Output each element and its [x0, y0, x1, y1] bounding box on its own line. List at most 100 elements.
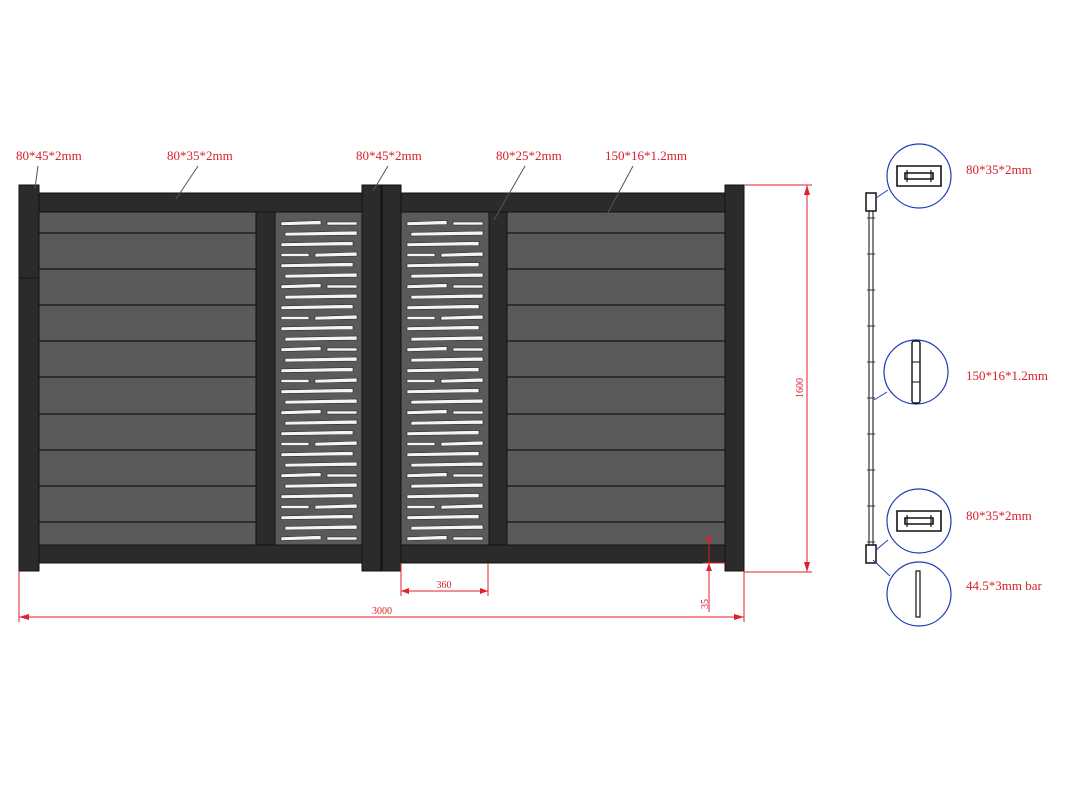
decor-slot [406, 472, 448, 478]
leader-lines [34, 165, 634, 221]
dimension-arrows [19, 185, 810, 620]
slat-profile-shape [911, 340, 921, 404]
middle-post-b [381, 184, 402, 572]
decor-slot [410, 356, 484, 363]
decor-slot [284, 356, 358, 363]
decor-slot [326, 284, 358, 289]
right-slat-area [506, 211, 726, 546]
dim-total-width-label: 3000 [372, 606, 392, 617]
decor-slot [280, 316, 310, 320]
decor-slot [410, 461, 484, 468]
decor-slot [314, 314, 358, 321]
decor-slot [406, 388, 480, 394]
decor-slot [410, 293, 484, 300]
decor-slot [280, 283, 322, 289]
decor-slot [284, 482, 358, 489]
label-top-profile: 80*35*2mm [966, 162, 1032, 177]
dimension-labels: 1600 3000 360 35 [372, 378, 806, 617]
callout-top [875, 143, 952, 209]
decor-slot [280, 451, 354, 457]
decor-slot [410, 398, 484, 405]
label-bottom-profile: 80*35*2mm [966, 508, 1032, 523]
decor-slot [326, 347, 358, 352]
decor-slot [406, 514, 480, 520]
left-inner-stile [255, 211, 276, 546]
top-profile-shape [896, 165, 942, 187]
decor-slot [280, 493, 354, 499]
decor-slot [452, 221, 484, 226]
decor-slot [284, 419, 358, 426]
decor-slot [440, 377, 484, 384]
decor-slot [452, 410, 484, 415]
decor-slot [280, 505, 310, 509]
side-section [865, 143, 952, 627]
label-post-middle: 80*45*2mm [356, 148, 422, 163]
decor-slot [280, 409, 322, 415]
decor-slot [406, 241, 480, 247]
decor-slot [440, 314, 484, 321]
decor-slot [314, 440, 358, 447]
decor-slot [284, 461, 358, 468]
decor-slot [440, 440, 484, 447]
left-post [18, 184, 40, 572]
decor-slot [452, 473, 484, 478]
decor-slot [280, 220, 322, 226]
decor-slot [280, 262, 354, 268]
decor-slot [314, 251, 358, 258]
decor-slot [314, 503, 358, 510]
side-top-profile [865, 192, 877, 212]
side-slat-ticks [867, 217, 875, 543]
decor-slot [280, 367, 354, 373]
right-decor-cuts [406, 220, 484, 541]
decor-slot [280, 379, 310, 383]
bottom-profile-shape [896, 510, 942, 532]
decor-slot [326, 221, 358, 226]
decor-slot [406, 316, 436, 320]
label-top-rail: 80*35*2mm [167, 148, 233, 163]
decor-slot [410, 272, 484, 279]
dimension-lines [18, 184, 812, 622]
decor-slot [410, 524, 484, 531]
middle-post-a [361, 184, 382, 572]
decor-slot [280, 430, 354, 436]
label-slat-profile: 150*16*1.2mm [966, 368, 1048, 383]
decor-slot [314, 377, 358, 384]
decor-slot [280, 442, 310, 446]
label-slat: 150*16*1.2mm [605, 148, 687, 163]
decor-slot [406, 379, 436, 383]
decor-slot [406, 409, 448, 415]
decor-slot [280, 241, 354, 247]
decor-slot [406, 493, 480, 499]
decor-slot [440, 251, 484, 258]
dim-height-label: 1600 [795, 378, 806, 398]
decor-slot [452, 347, 484, 352]
decor-slot [452, 536, 484, 541]
callout-bottom [875, 488, 952, 554]
decor-slot [406, 262, 480, 268]
decor-slot [406, 253, 436, 257]
label-bar-profile: 44.5*3mm bar [966, 578, 1042, 593]
decor-slot [284, 272, 358, 279]
dim-ground-gap-label: 35 [700, 599, 711, 609]
decor-slot [280, 253, 310, 257]
dim-panel-width-label: 360 [437, 580, 452, 591]
decor-slot [280, 535, 322, 541]
decor-slot [406, 283, 448, 289]
decor-slot [284, 293, 358, 300]
section-labels: 80*35*2mm 150*16*1.2mm 80*35*2mm 44.5*3m… [966, 162, 1048, 593]
decor-slot [284, 524, 358, 531]
right-inner-stile [488, 211, 508, 546]
decor-slot [410, 419, 484, 426]
decor-slot [280, 346, 322, 352]
callout-middle [873, 339, 949, 405]
label-post-left: 80*45*2mm [16, 148, 82, 163]
decor-slot [280, 472, 322, 478]
right-post [724, 184, 745, 572]
decor-slot [326, 473, 358, 478]
decor-slot [326, 536, 358, 541]
decor-slot [284, 398, 358, 405]
decor-slot [410, 335, 484, 342]
left-decor-cuts [280, 220, 358, 541]
bar-profile-shape [915, 570, 921, 618]
decor-slot [406, 346, 448, 352]
